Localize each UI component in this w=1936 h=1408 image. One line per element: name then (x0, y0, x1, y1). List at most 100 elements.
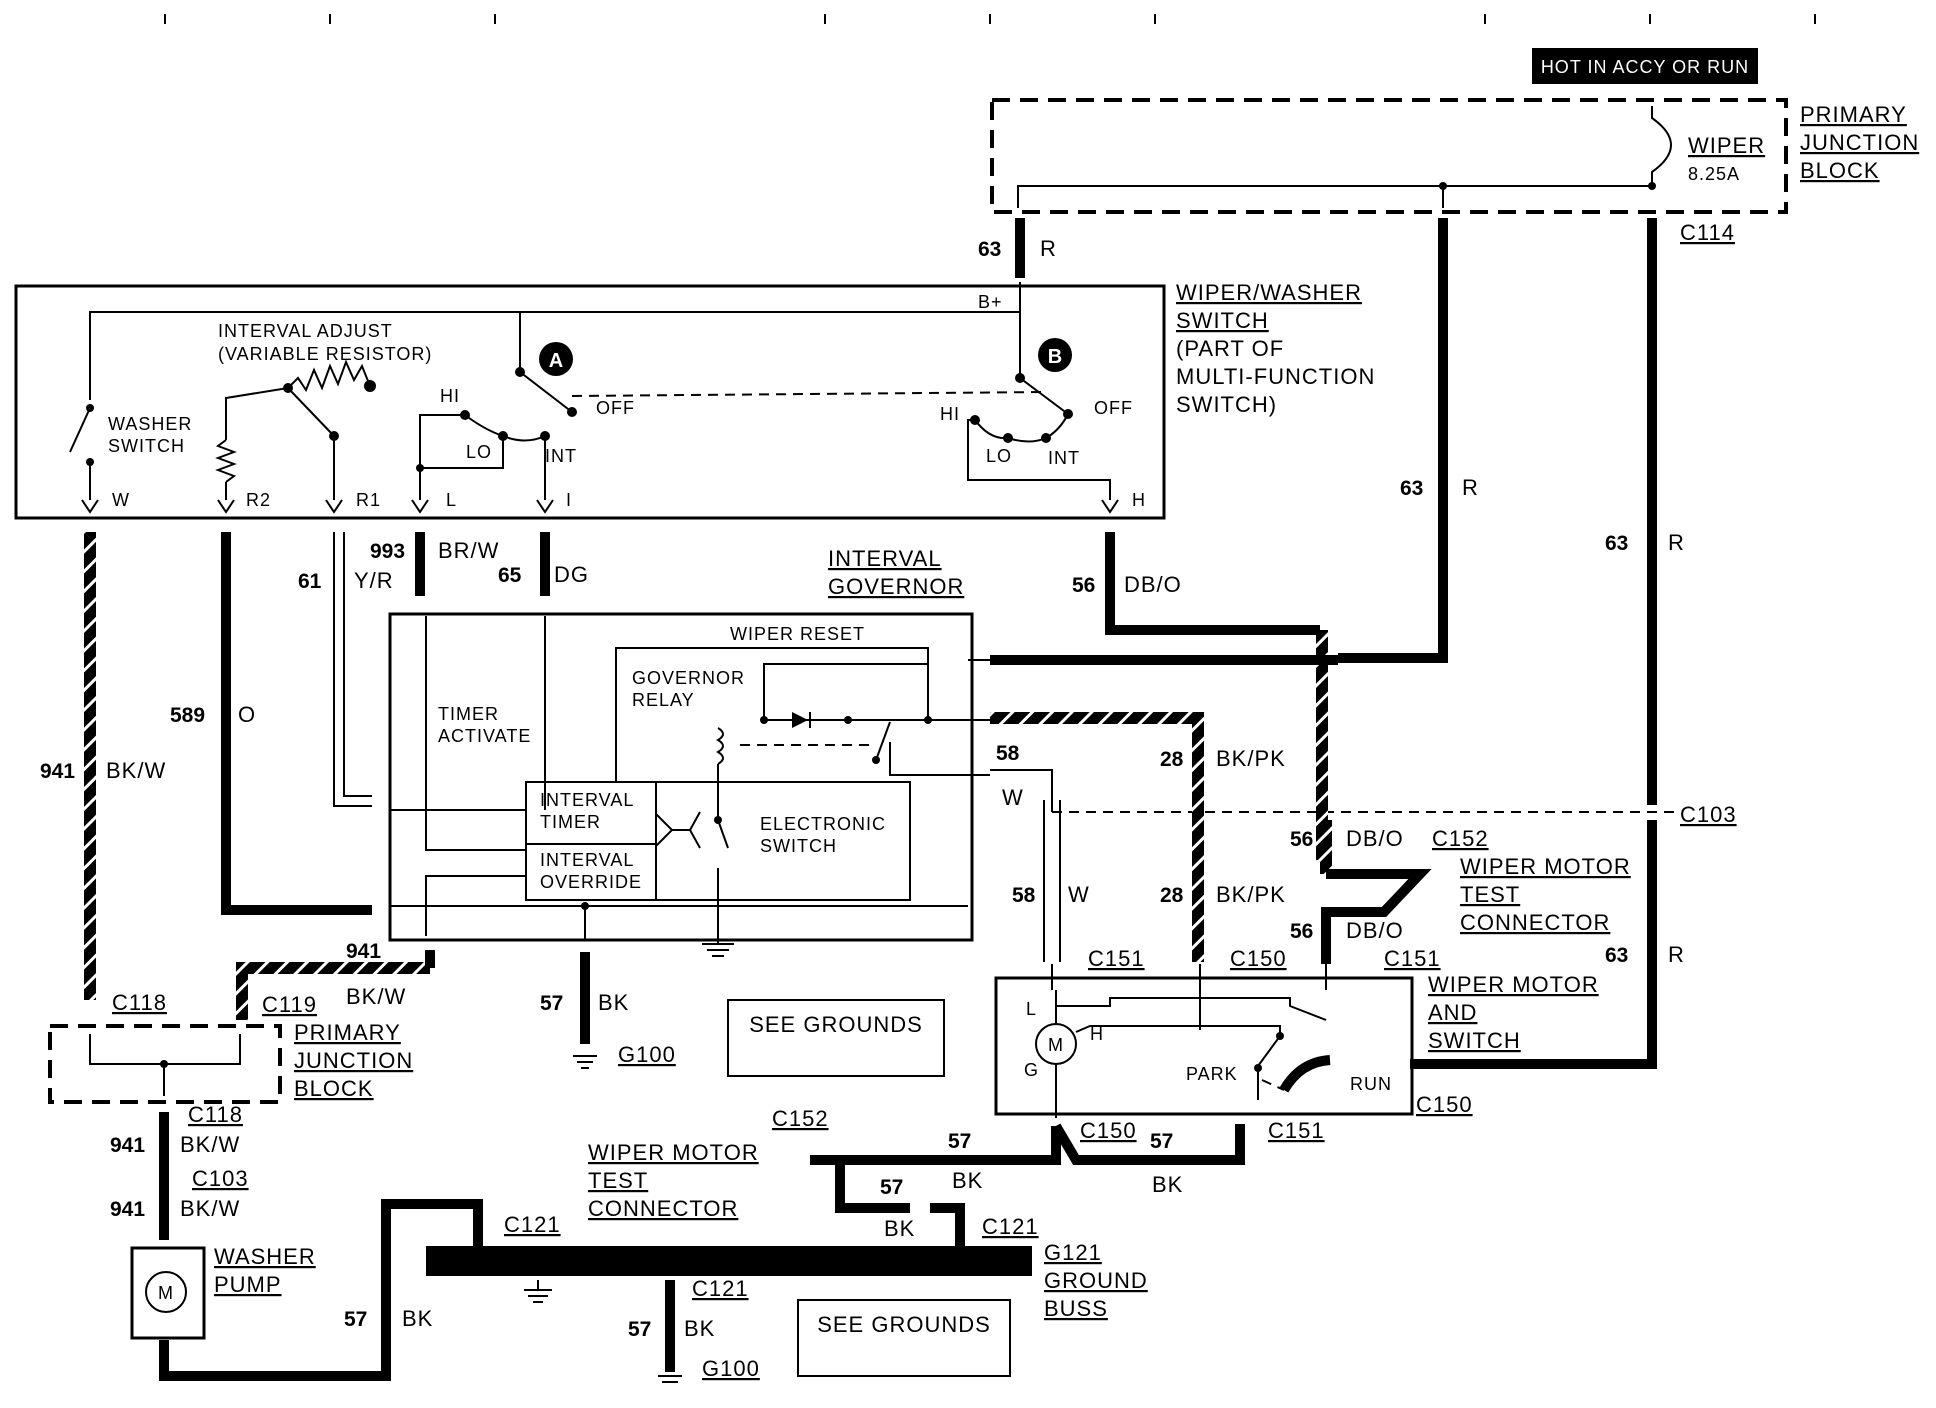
diagram-label: BK (1152, 1172, 1183, 1197)
diagram-label: BK (952, 1168, 983, 1193)
diagram-label: L (446, 490, 457, 510)
diagram-label: INTERVAL (828, 546, 942, 571)
diagram-label: HI (440, 386, 460, 406)
diagram-label: 57 (628, 1318, 651, 1341)
diagram-label: 941 (346, 940, 381, 963)
diagram-label: 63 (1400, 477, 1423, 500)
diagram-label: INTERVAL ADJUST (218, 321, 393, 341)
diagram-label: INT (545, 446, 577, 466)
diagram-label: WIPER/WASHER (1176, 280, 1362, 305)
diagram-label: 28 (1160, 748, 1184, 771)
interval-governor: INTERVAL GOVERNOR WIPER RESET GOVERNOR R… (388, 546, 990, 942)
diagram-label: 56 (1072, 574, 1095, 597)
diagram-label: BK/PK (1216, 882, 1286, 907)
wires-switch-down (84, 532, 1328, 1000)
diagram-label: RUN (1350, 1074, 1392, 1094)
diagram-label: L (1026, 999, 1037, 1019)
diagram-label: RELAY (632, 690, 695, 710)
wiper-washer-switch: WIPER/WASHER SWITCH (PART OF MULTI-FUNCT… (14, 280, 1374, 520)
diagram-label: TIMER (438, 704, 499, 724)
diagram-label: G (1024, 1060, 1039, 1080)
diagram-label: DB/O (1124, 572, 1182, 597)
diagram-label: C118 (188, 1102, 243, 1127)
diagram-label: OVERRIDE (540, 872, 642, 892)
see-grounds-box-bottom: SEE GROUNDS (797, 1299, 1011, 1377)
governor-output-wires (990, 655, 1338, 962)
diagram-label: 589 (170, 704, 205, 727)
diagram-label: M (1048, 1035, 1064, 1055)
diagram-label: BK (684, 1316, 715, 1341)
wire-56-dbo-motor (1320, 820, 1432, 964)
diagram-label: DG (554, 562, 589, 587)
diagram-label: H (1090, 1024, 1104, 1044)
diagram-label: BK (598, 990, 629, 1015)
diagram-label: R1 (356, 490, 381, 510)
see-grounds-box-top: SEE GROUNDS (727, 999, 945, 1077)
diagram-label: C151 (1088, 946, 1145, 971)
diagram-label: DB/O (1346, 918, 1404, 943)
diagram-label: TIMER (540, 812, 601, 832)
diagram-label: SWITCH) (1176, 392, 1277, 417)
diagram-label: R (1668, 942, 1685, 967)
hot-in-accy-label: HOT IN ACCY OR RUN (1532, 48, 1758, 84)
diagram-label: C121 (504, 1212, 561, 1237)
diagram-label: R2 (246, 490, 271, 510)
diagram-label: C103 (192, 1166, 249, 1191)
top-ticks (164, 14, 1816, 24)
diagram-label: 941 (110, 1134, 145, 1157)
diagram-label: WIPER MOTOR (588, 1140, 759, 1165)
diagram-label: W (112, 490, 130, 510)
diagram-label: 57 (948, 1130, 971, 1153)
diagram-label: GOVERNOR (632, 668, 745, 688)
diagram-label: WIPER RESET (730, 624, 865, 644)
diagram-label: C103 (1680, 802, 1737, 827)
diagram-label: C118 (112, 990, 167, 1015)
ground-icon (702, 932, 734, 957)
diagram-label: BR/W (438, 538, 499, 563)
diagram-label: 56 (1290, 828, 1313, 851)
diagram-label: SEE GROUNDS (749, 1012, 923, 1037)
diagram-label: ELECTRONIC (760, 814, 886, 834)
diagram-label: C150 (1230, 946, 1287, 971)
diagram-label: A (549, 350, 563, 372)
diagram-label: PRIMARY (294, 1020, 401, 1045)
diagram-label: JUNCTION (294, 1048, 413, 1073)
diagram-label: PUMP (214, 1272, 282, 1297)
diagram-label: O (238, 702, 256, 727)
fuse-icon (1651, 106, 1672, 186)
diagram-label: BLOCK (294, 1076, 374, 1101)
washer-pump: M WASHER PUMP (130, 1244, 315, 1340)
diagram-label: 28 (1160, 884, 1184, 907)
diagram-label: I (566, 490, 572, 510)
ground-buss (426, 1246, 1032, 1276)
wire-57-bk-bottom (159, 1123, 1245, 1381)
diagram-label: HI (940, 404, 960, 424)
diagram-label: BLOCK (1800, 158, 1880, 183)
diagram-label: BK/W (180, 1196, 240, 1221)
diagram-label: C114 (1680, 220, 1735, 245)
diagram-label: 993 (370, 540, 405, 563)
diagram-label: WIPER MOTOR (1428, 972, 1599, 997)
diagram-label: AND (1428, 1000, 1477, 1025)
diagram-label: BK (402, 1306, 433, 1331)
diagram-label: BK/W (346, 984, 406, 1009)
diagram-label: B (1048, 346, 1062, 368)
diagram-label: GROUND (1044, 1268, 1148, 1293)
diagram-label: G121 (1044, 1240, 1102, 1265)
wire-941-bkw-c119 (236, 950, 435, 1020)
diagram-label: LO (986, 446, 1012, 466)
wiper-motor-and-switch: WIPER MOTOR AND SWITCH L H G M PARK RUN (994, 964, 1599, 1118)
diagram-label: DB/O (1346, 826, 1404, 851)
diagram-label: INTERVAL (540, 850, 634, 870)
fuse-rating: 8.25A (1688, 164, 1740, 184)
diagram-label: WIPER MOTOR (1460, 854, 1631, 879)
diagram-label: 941 (40, 760, 75, 783)
diagram-label: R (1462, 475, 1479, 500)
diagram-label: C150 (1080, 1118, 1137, 1143)
diagram-label: 941 (110, 1198, 145, 1221)
diagram-label: GOVERNOR (828, 574, 964, 599)
diagram-label: C152 (1432, 826, 1489, 851)
diagram-label: 57 (344, 1308, 367, 1331)
diagram-label: TEST (1460, 882, 1520, 907)
